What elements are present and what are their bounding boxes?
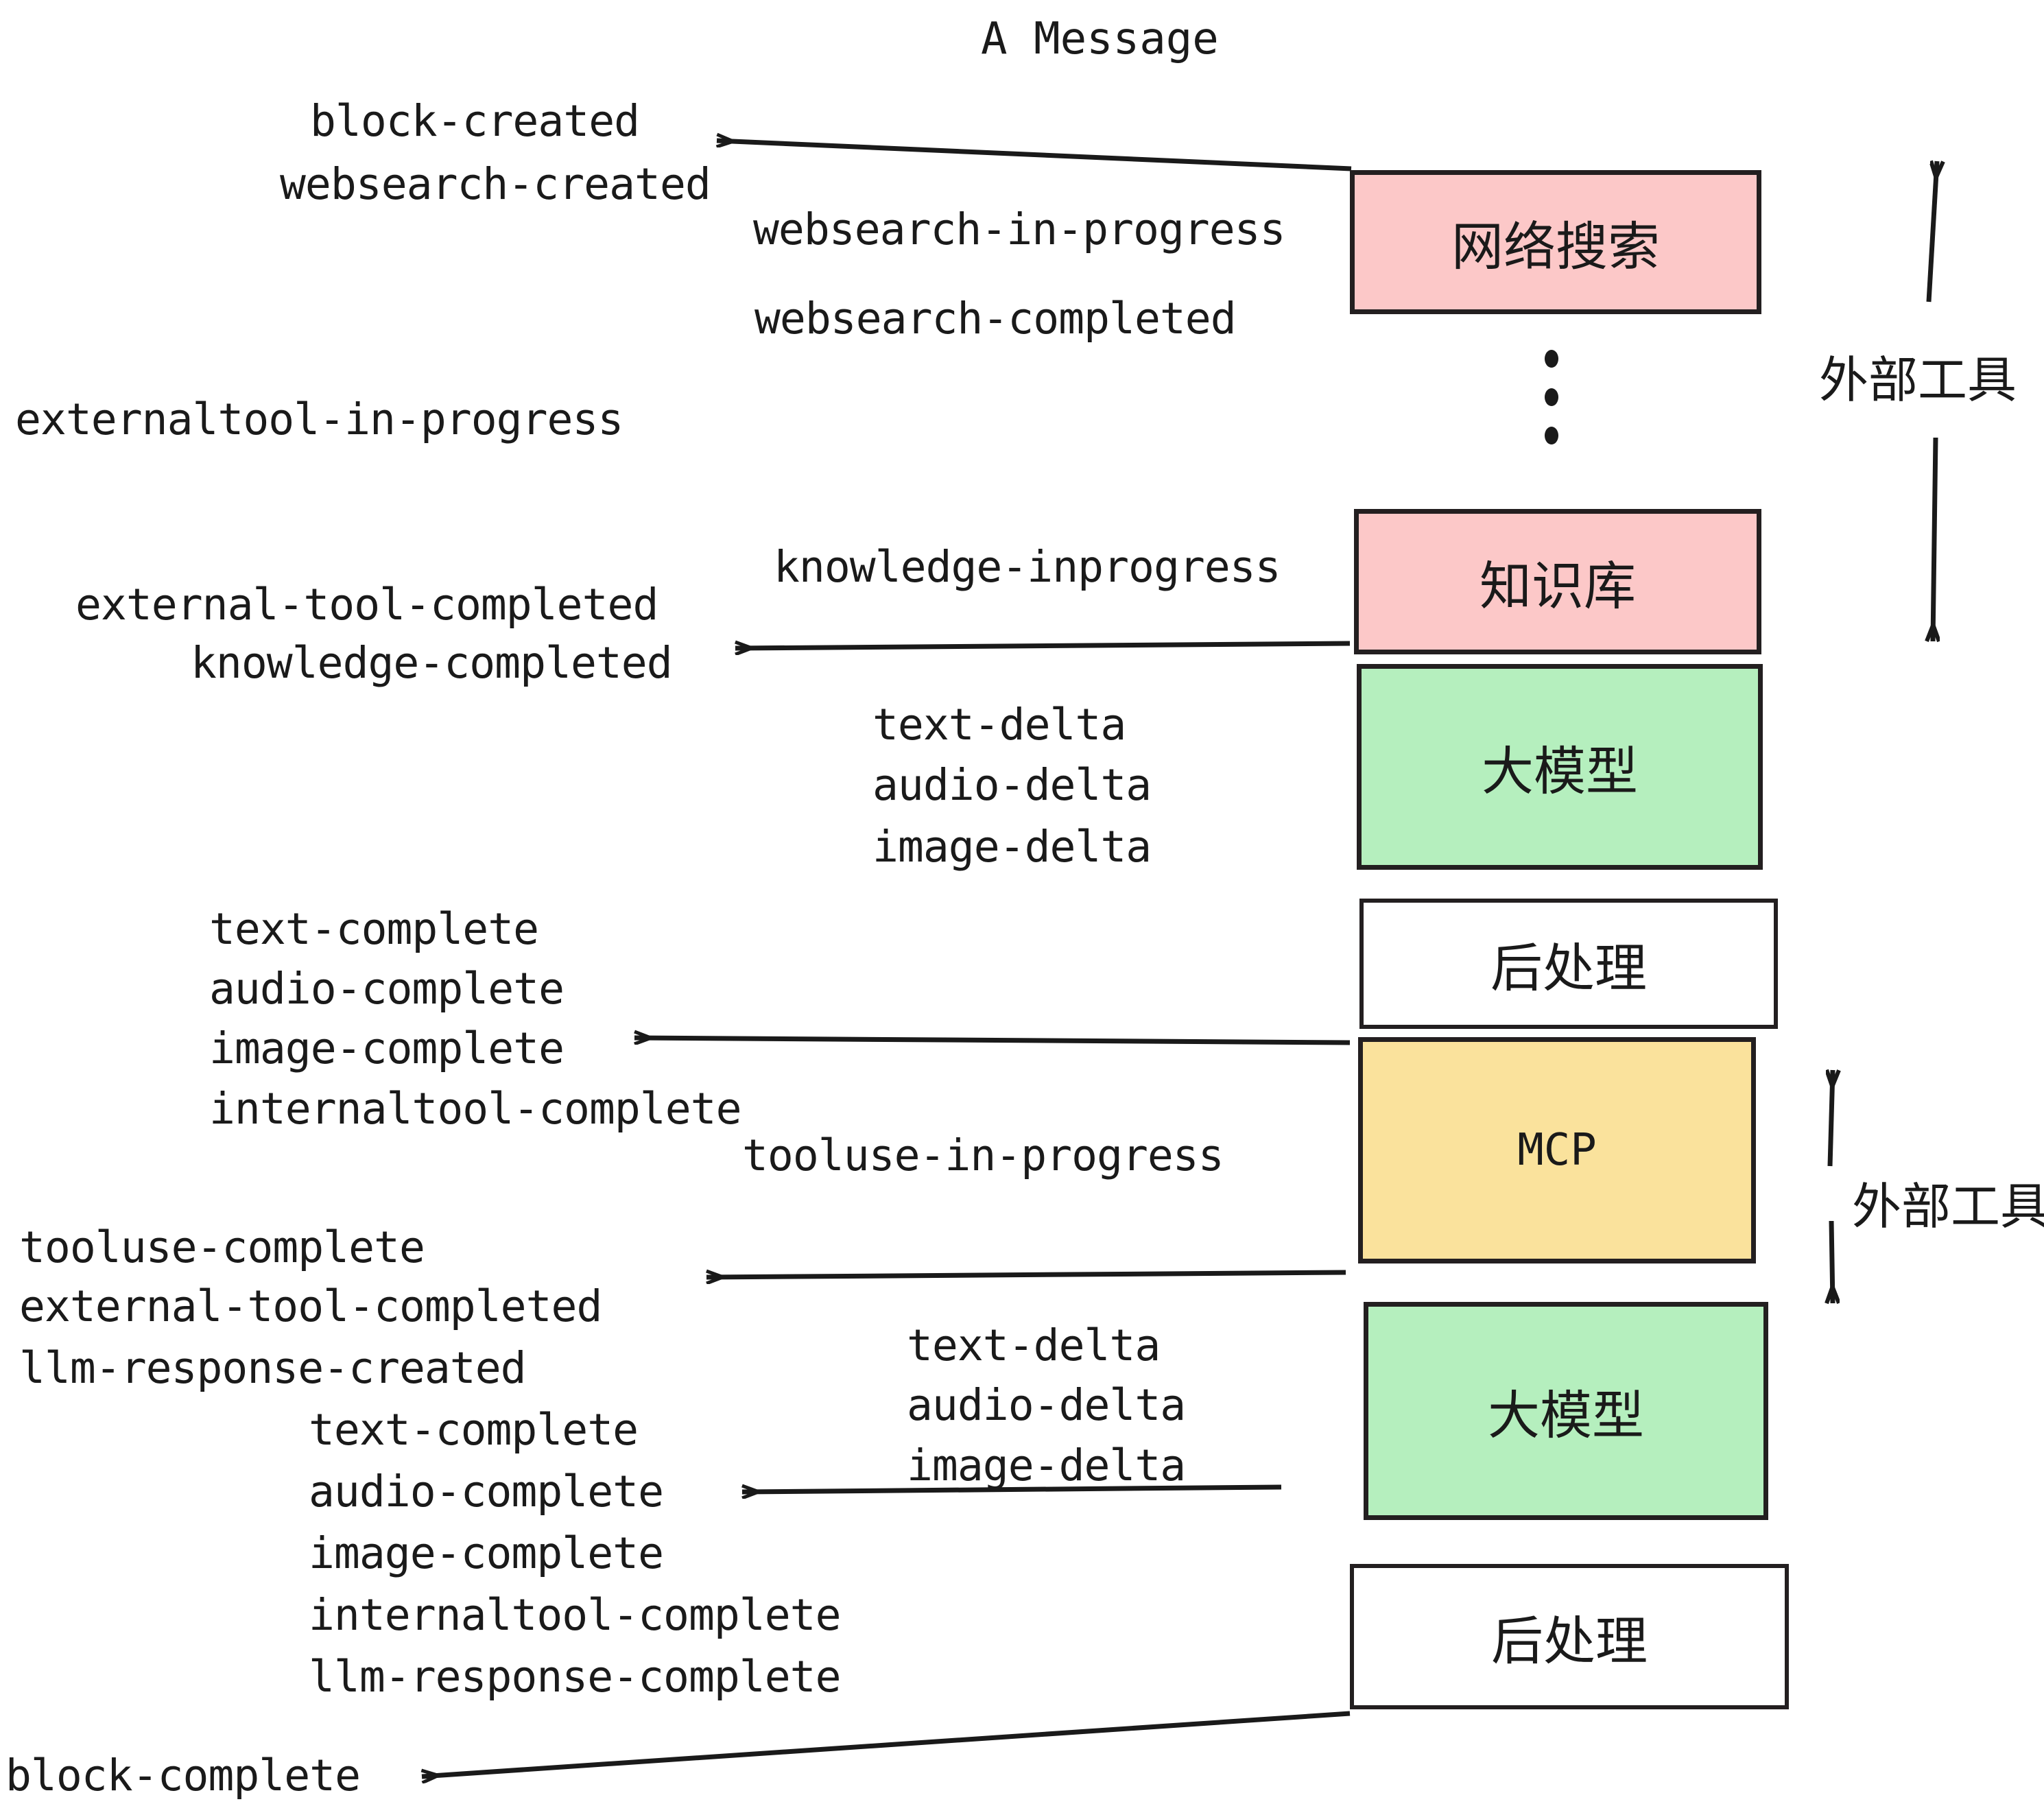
event-label-knowledge-completed: knowledge-completed (191, 638, 673, 688)
event-label-llm-response-complete: llm-response-complete (309, 1652, 842, 1702)
event-label-llm-response-created: llm-response-created (19, 1343, 527, 1393)
component-box-websearch[interactable]: 网络搜索 (1350, 170, 1761, 314)
event-label-tooluse-in-progress: tooluse-in-progress (742, 1130, 1224, 1180)
event-label-external-tool-completed-1: external-tool-completed (75, 580, 658, 630)
component-box-label: 大模型 (1482, 741, 1638, 802)
component-box-label: MCP (1517, 1125, 1597, 1176)
event-label-text-delta-1: text-delta (872, 700, 1126, 750)
event-label-websearch-in-progress: websearch-in-progress (753, 204, 1286, 254)
event-label-websearch-created: websearch-created (280, 159, 711, 209)
component-box-llm-1[interactable]: 大模型 (1357, 664, 1763, 870)
component-box-label: 知识库 (1479, 556, 1636, 617)
event-label-audio-complete-2: audio-complete (309, 1467, 664, 1517)
event-label-image-complete-2: image-complete (309, 1528, 664, 1578)
component-box-label: 网络搜索 (1451, 216, 1660, 277)
event-label-audio-complete-1: audio-complete (209, 964, 565, 1014)
event-label-block-complete: block-complete (5, 1750, 361, 1801)
side-label-external-tool-1: 外部工具 (1819, 351, 2017, 409)
component-box-mcp[interactable]: MCP (1358, 1037, 1756, 1263)
event-label-websearch-completed: websearch-completed (754, 294, 1237, 344)
event-label-image-delta-1: image-delta (872, 822, 1152, 872)
component-box-llm-2[interactable]: 大模型 (1364, 1302, 1768, 1520)
event-label-block-created: block-created (310, 96, 640, 146)
event-label-tooluse-complete: tooluse-complete (19, 1222, 425, 1272)
event-label-image-complete-1: image-complete (209, 1023, 565, 1073)
event-label-audio-delta-1: audio-delta (872, 760, 1152, 810)
event-label-audio-delta-2: audio-delta (907, 1380, 1186, 1430)
event-label-internaltool-complete-2: internaltool-complete (309, 1590, 842, 1640)
event-label-externaltool-in-progress: externaltool-in-progress (15, 394, 623, 444)
component-box-postprocess-1[interactable]: 后处理 (1359, 899, 1778, 1029)
ellipsis-dots (1545, 350, 1558, 444)
event-label-text-complete-1: text-complete (209, 904, 539, 954)
event-label-text-delta-2: text-delta (907, 1320, 1161, 1370)
event-label-image-delta-2: image-delta (907, 1440, 1186, 1491)
component-box-label: 后处理 (1490, 938, 1647, 999)
event-label-external-tool-completed-2: external-tool-completed (19, 1281, 602, 1331)
side-label-external-tool-2: 外部工具 (1852, 1178, 2044, 1235)
event-label-knowledge-inprogress: knowledge-inprogress (774, 542, 1281, 592)
page-title: A Message (981, 14, 1219, 64)
event-label-internaltool-complete-1: internaltool-complete (209, 1084, 742, 1134)
component-box-knowledge[interactable]: 知识库 (1354, 509, 1761, 654)
event-label-text-complete-2: text-complete (309, 1405, 639, 1455)
component-box-label: 大模型 (1488, 1385, 1644, 1446)
component-box-postprocess-2[interactable]: 后处理 (1350, 1564, 1789, 1709)
component-box-label: 后处理 (1491, 1611, 1648, 1672)
